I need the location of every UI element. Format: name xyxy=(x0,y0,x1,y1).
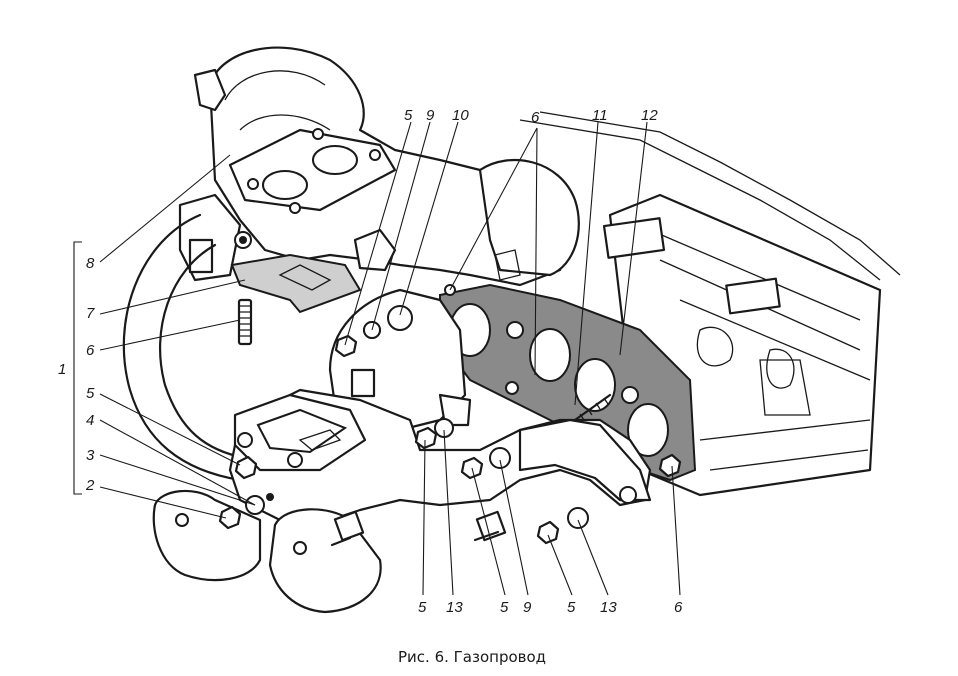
callout-left-1: 1 xyxy=(58,361,66,378)
pipe-loop xyxy=(122,213,247,482)
callout-bottom-6: 6 xyxy=(674,599,683,616)
callout-left-5: 5 xyxy=(86,385,95,402)
callout-left-2: 2 xyxy=(85,477,95,494)
leader-lines xyxy=(99,121,681,596)
callout-bottom-13b: 13 xyxy=(600,599,617,616)
callout-top-5: 5 xyxy=(404,107,413,124)
callout-left-6: 6 xyxy=(86,342,95,359)
callout-top-12: 12 xyxy=(641,107,658,124)
callout-bottom-5b: 5 xyxy=(500,599,509,616)
callout-left-3: 3 xyxy=(86,447,95,464)
callout-bottom-5a: 5 xyxy=(418,599,427,616)
callout-left-4: 4 xyxy=(86,412,94,429)
callout-top-10: 10 xyxy=(452,107,469,124)
callout-bottom-13a: 13 xyxy=(446,599,463,616)
callout-top-6: 6 xyxy=(531,109,540,126)
callout-left-7: 7 xyxy=(86,305,95,322)
callout-top-9: 9 xyxy=(426,107,435,124)
stud-left xyxy=(237,298,253,346)
callout-left-8: 8 xyxy=(86,255,95,272)
figure-caption: Рис. 6. Газопровод xyxy=(398,648,546,666)
stud-right xyxy=(573,393,612,422)
intake-manifold xyxy=(178,46,580,314)
group-bracket xyxy=(73,241,82,495)
callout-top-11: 11 xyxy=(592,107,608,124)
callout-labels: 5 9 10 6 11 12 8 7 6 1 5 4 3 2 5 13 5 9 … xyxy=(58,107,683,616)
callout-bottom-9: 9 xyxy=(523,599,532,616)
callout-bottom-5c: 5 xyxy=(567,599,576,616)
exhaust-manifold xyxy=(152,288,652,614)
